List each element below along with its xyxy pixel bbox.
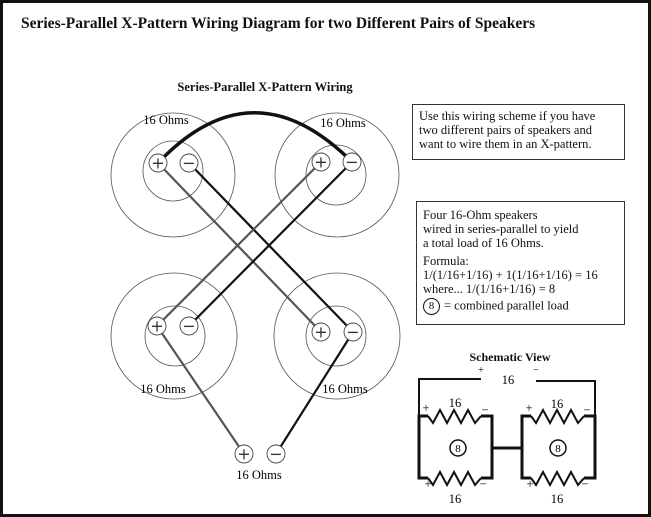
minus-terminal bbox=[343, 322, 363, 342]
plus-terminal bbox=[311, 322, 331, 342]
formula-line: Four 16-Ohm speakers bbox=[423, 208, 538, 222]
minus-terminal bbox=[179, 153, 199, 173]
note-line: Use this wiring scheme if you have bbox=[419, 109, 596, 123]
plus-terminal bbox=[147, 316, 167, 336]
schematic-title: Schematic View bbox=[469, 350, 551, 364]
minus-sign: − bbox=[345, 153, 358, 172]
label-top-left: 16 Ohms bbox=[143, 113, 189, 127]
schematic-top-wire-right bbox=[536, 380, 596, 416]
sign-plus: + bbox=[424, 477, 431, 491]
minus-sign: − bbox=[346, 323, 359, 342]
legend: 8 = combined parallel load bbox=[423, 298, 618, 315]
resistor-label: 16 bbox=[551, 492, 564, 506]
plus-sign: + bbox=[314, 153, 327, 172]
resistor-label: 16 bbox=[449, 396, 462, 410]
wire-arc bbox=[156, 111, 354, 165]
speaker-bottom-left-cone bbox=[144, 305, 206, 367]
resistor-label: 16 bbox=[551, 397, 564, 411]
plus-sign: + bbox=[151, 154, 164, 173]
sign-plus: + bbox=[526, 477, 533, 491]
label-output: 16 Ohms bbox=[236, 468, 282, 482]
schematic-minus: − bbox=[533, 365, 539, 376]
speaker-bottom-right bbox=[273, 272, 401, 400]
formula: 1/(1/16+1/16) + 1(1/16+1/16) = 16 bbox=[423, 268, 598, 282]
speaker-bottom-left bbox=[110, 272, 238, 400]
wire-tl-minus-br-minus bbox=[187, 161, 355, 334]
label-bottom-left: 16 Ohms bbox=[140, 382, 186, 396]
speaker-top-left-cone bbox=[142, 140, 204, 202]
speaker-top-left bbox=[110, 112, 236, 238]
wire-bl-plus-out bbox=[155, 324, 246, 456]
combined-right-label: 8 bbox=[555, 443, 561, 455]
resistor-label: 16 bbox=[449, 492, 462, 506]
label-top-right: 16 Ohms bbox=[320, 116, 366, 130]
note-line: want to wire them in an X-pattern. bbox=[419, 137, 592, 151]
wire-br-minus-out bbox=[274, 330, 355, 456]
minus-terminal bbox=[179, 316, 199, 336]
legend-text: = combined parallel load bbox=[444, 298, 569, 313]
formula-box: Four 16-Ohm speakers wired in series-par… bbox=[416, 201, 625, 325]
combined-load-right bbox=[549, 439, 567, 457]
minus-sign: − bbox=[182, 154, 195, 173]
note-box: Use this wiring scheme if you have two d… bbox=[412, 104, 625, 160]
label-bottom-right: 16 Ohms bbox=[322, 382, 368, 396]
minus-sign: − bbox=[269, 445, 282, 464]
schematic-plus: + bbox=[478, 365, 484, 376]
minus-terminal bbox=[342, 152, 362, 172]
formula-label: Formula: bbox=[423, 254, 469, 268]
schematic-total: 16 bbox=[502, 373, 515, 387]
diagram-title: Series-Parallel X-Pattern Wiring bbox=[177, 80, 353, 94]
schematic-top-wire-left bbox=[418, 378, 481, 416]
plus-sign: + bbox=[314, 323, 327, 342]
sign-plus: + bbox=[525, 401, 532, 415]
wiring-diagram: +−+−+−+−+− 16 Ohms 16 Ohms 16 Ohms 16 Oh… bbox=[110, 111, 597, 506]
combined-left-label: 8 bbox=[455, 443, 461, 455]
resistor bbox=[530, 407, 585, 426]
wire-tl-plus-br-plus bbox=[156, 161, 323, 334]
wire-tr-plus-bl-plus bbox=[155, 160, 323, 328]
speaker-top-right bbox=[274, 112, 400, 238]
wire-tr-minus-bl-minus bbox=[187, 160, 354, 328]
resistor bbox=[530, 469, 585, 488]
combined-load-symbol: 8 bbox=[423, 298, 440, 315]
sign-plus: + bbox=[422, 401, 429, 415]
sign-minus: − bbox=[581, 477, 588, 491]
plus-sign: + bbox=[150, 317, 163, 336]
page-title: Series-Parallel X-Pattern Wiring Diagram… bbox=[21, 15, 536, 32]
minus-sign: − bbox=[182, 317, 195, 336]
formula-line: wired in series-parallel to yield bbox=[423, 222, 579, 236]
speaker-bottom-right-cone bbox=[305, 305, 367, 367]
sign-minus: − bbox=[481, 403, 488, 417]
formula-line: a total load of 16 Ohms. bbox=[423, 236, 544, 250]
sign-minus: − bbox=[479, 477, 486, 491]
plus-sign: + bbox=[237, 445, 250, 464]
sign-minus: − bbox=[583, 403, 590, 417]
schematic bbox=[417, 378, 597, 488]
resistor bbox=[427, 407, 482, 426]
formula-where: where... 1/(1/16+1/16) = 8 bbox=[423, 282, 556, 296]
note-line: two different pairs of speakers and bbox=[419, 123, 592, 137]
combined-load-left bbox=[449, 439, 467, 457]
resistor bbox=[427, 469, 482, 488]
plus-terminal bbox=[148, 153, 168, 173]
plus-terminal bbox=[234, 444, 254, 464]
plus-terminal bbox=[311, 152, 331, 172]
minus-terminal bbox=[266, 444, 286, 464]
